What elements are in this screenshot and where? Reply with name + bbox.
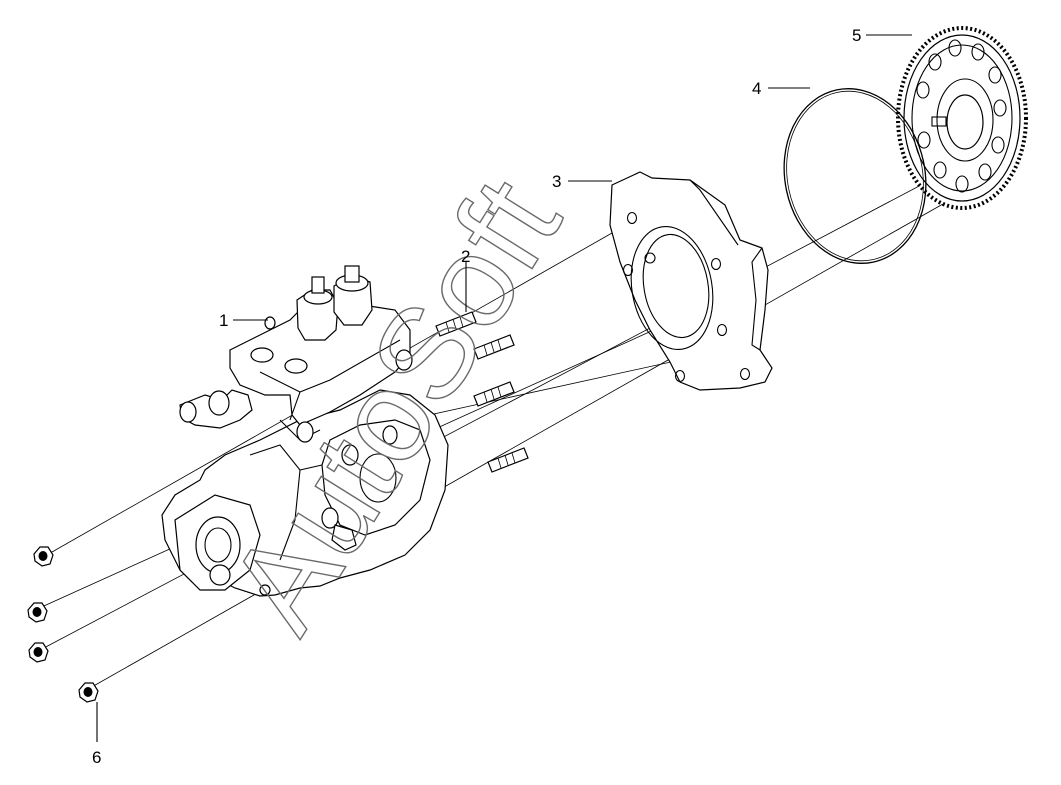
nut-3 [28,642,49,663]
mounting-flange [609,171,773,391]
callout-6: 6 [92,748,101,767]
callout-2: 2 [461,247,470,266]
leader-lines [96,34,912,742]
callout-3: 3 [552,172,561,191]
stud-1 [435,311,477,337]
callout-4: 4 [752,79,761,98]
stud-2 [473,334,515,360]
nut-1 [33,546,54,567]
injection-pump [161,265,449,597]
o-ring [783,88,927,264]
nuts [27,546,99,703]
callout-labels: 1 2 3 4 5 6 [92,26,861,767]
gear-holes [916,39,1007,193]
callout-1: 1 [219,311,228,330]
nut-2 [27,602,48,623]
studs [435,311,529,473]
gear [896,26,1028,210]
callout-5: 5 [852,26,861,45]
stud-3 [473,381,515,407]
watermark: AutoSoft [200,155,588,655]
nut-4 [78,682,99,703]
stud-4 [487,447,529,473]
